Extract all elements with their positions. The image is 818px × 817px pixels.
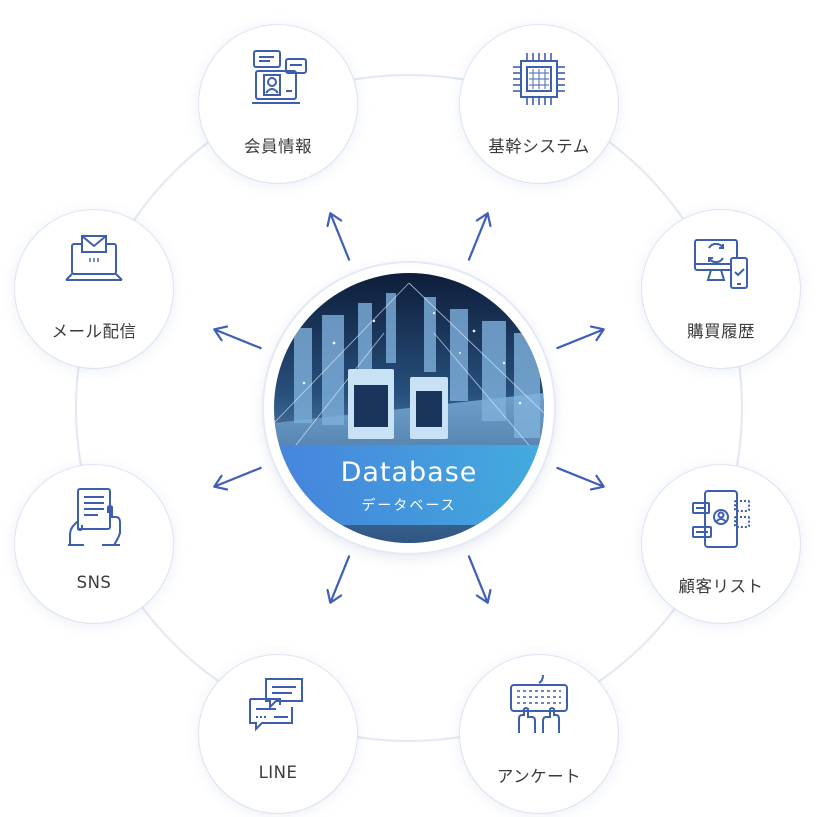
hub-title: Database [340, 457, 478, 488]
arrow-customer-list-phone [556, 466, 605, 491]
email-laptop-icon [62, 232, 126, 296]
node-sns: SNS [15, 465, 173, 623]
member-profile-icon [246, 47, 310, 111]
cpu-chip-icon [507, 47, 571, 111]
purchase-devices-icon [689, 232, 753, 296]
node-label: LINE [258, 763, 298, 782]
node-member-info: 会員情報 [199, 25, 357, 183]
node-label: メール配信 [51, 322, 137, 341]
hub-label-band: Database データベース [274, 445, 544, 525]
arrow-social-post-hands [213, 466, 262, 491]
node-label: 顧客リスト [678, 577, 764, 596]
server-room-photo: Database データベース [274, 273, 544, 543]
chat-bubbles-icon [246, 673, 310, 737]
node-label: 会員情報 [244, 137, 312, 156]
node-core-system: 基幹システム [460, 25, 618, 183]
node-customer-list: 顧客リスト [642, 465, 800, 623]
arrow-keyboard-typing [467, 555, 492, 604]
arrow-member-profile [326, 212, 351, 261]
node-label: 購買履歴 [687, 322, 755, 341]
node-label: アンケート [496, 767, 582, 786]
arrow-email-laptop [213, 325, 262, 350]
node-label: SNS [76, 573, 112, 592]
node-email: メール配信 [15, 210, 173, 368]
arrow-chat-bubbles [326, 555, 351, 604]
node-label: 基幹システム [488, 137, 590, 156]
node-line: LINE [199, 655, 357, 813]
keyboard-typing-icon [507, 671, 571, 735]
customer-list-phone-icon [689, 487, 753, 551]
database-hub: Database データベース [264, 263, 554, 553]
node-purchase-history: 購買履歴 [642, 210, 800, 368]
arrow-cpu-chip [467, 212, 492, 261]
social-post-hands-icon [62, 485, 126, 549]
node-survey: アンケート [460, 655, 618, 813]
hub-subtitle: データベース [361, 498, 457, 514]
arrow-purchase-devices [556, 325, 605, 350]
arrows-group [213, 212, 605, 604]
